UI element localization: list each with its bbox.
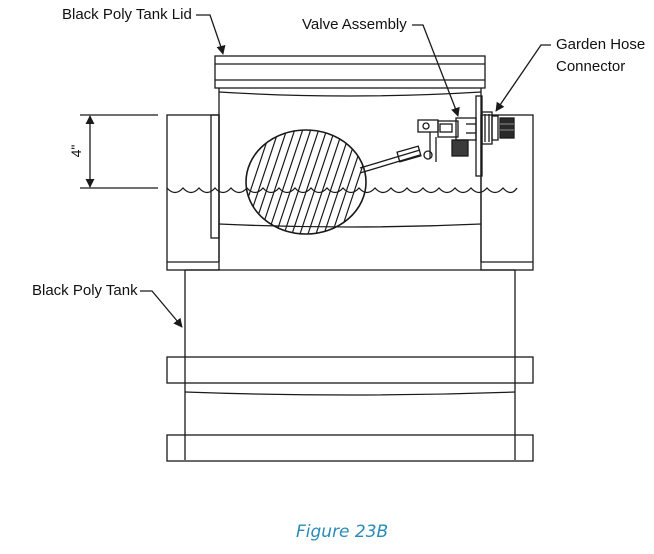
lower-tank [166, 269, 534, 462]
label-garden-hose-line1: Garden Hose [556, 36, 646, 53]
float-ball [245, 129, 367, 235]
upper-tank-body [218, 88, 482, 262]
label-poly-tank: Black Poly Tank [32, 282, 138, 299]
water-line [166, 187, 518, 194]
label-garden-hose-line2: Connector [556, 58, 626, 75]
tank-lid [214, 55, 486, 89]
float-arm [359, 145, 433, 174]
dimension-label: 4" [68, 144, 84, 158]
label-tank-lid: Black Poly Tank Lid [62, 6, 192, 23]
figure-caption: Figure 23B [296, 522, 389, 542]
garden-hose-connector [475, 95, 515, 177]
leader-lines [140, 14, 551, 328]
dimension-4in [80, 114, 158, 189]
label-valve-assembly: Valve Assembly [302, 16, 407, 33]
valve-assembly [417, 117, 477, 162]
